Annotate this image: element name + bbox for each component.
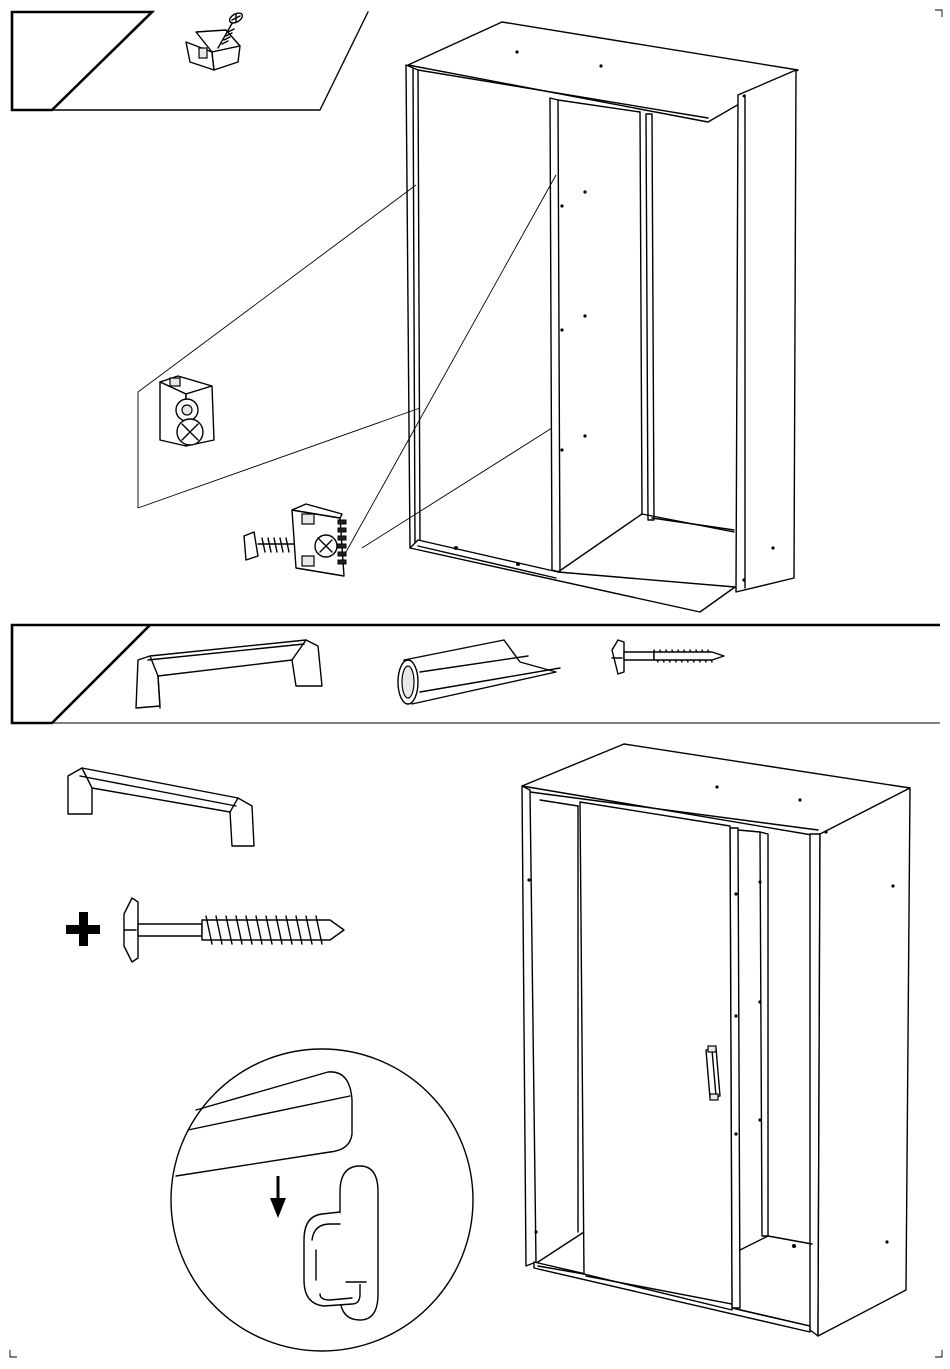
door-handle-icon-small [136,640,322,708]
wood-screw-icon [124,898,344,962]
door-handle-icon [68,768,254,846]
callout-lines [138,175,556,552]
plus-icon [66,912,100,946]
cabinet-frame-top [406,22,798,612]
cabinet-frame-with-door [522,744,910,1336]
cam-lock-detail [160,376,214,446]
handle-insert-tube-icon [398,640,560,704]
wood-screw-icon-small [612,640,724,674]
cam-connector-side-detail [244,504,346,576]
handle-insertion-detail [171,1049,473,1351]
cam-connector-small-icon [186,11,244,70]
